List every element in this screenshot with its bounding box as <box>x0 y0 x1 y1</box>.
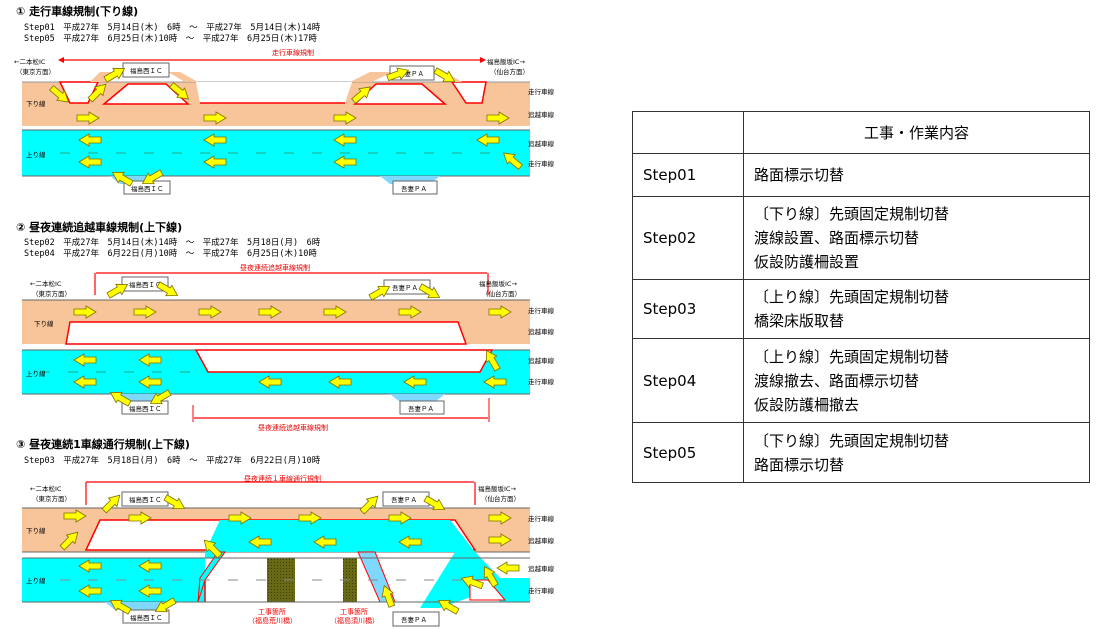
step-cell: Step01 <box>632 153 744 197</box>
step-cell: Step05 <box>632 422 744 483</box>
content-line: 〔下り線〕先頭固定規制切替 <box>754 431 950 450</box>
restriction-label: 昼夜連続１車線通行規制 <box>244 474 321 483</box>
right-ic-label: 福島飯坂IC→ <box>479 279 517 288</box>
step-period: Step02 平成27年 5月14日(木)14時 ～ 平成27年 5月18日(月… <box>24 237 321 248</box>
right-ic-label: 福島飯坂IC→ <box>487 57 525 66</box>
right-direction-label: （仙台方面） <box>481 494 520 503</box>
table-row: Step01 路面標示切替 <box>632 153 1090 197</box>
step-period: Step01 平成27年 5月14日(木) 6時 ～ 平成27年 5月14日(木… <box>24 22 321 33</box>
section-title: ② 昼夜連続追越車線規制(上下線) <box>16 220 182 234</box>
content-line: 仮設防護柵設置 <box>754 253 860 271</box>
lane-label: 追越車線 <box>528 564 555 573</box>
table-header-row: 工事・作業内容 <box>632 111 1090 154</box>
content-line: 〔上り線〕先頭固定規制切替 <box>754 347 950 366</box>
down-line-label: 下り線 <box>26 526 46 535</box>
up-line-label: 上り線 <box>26 369 46 378</box>
lane-label: 追越車線 <box>528 110 555 119</box>
lane-label: 走行車線 <box>528 514 555 523</box>
restriction-label: 昼夜連続追越車線規制 <box>258 423 328 432</box>
table-row: Step02〔下り線〕先頭固定規制切替渡線設置、路面標示切替仮設防護柵設置 <box>632 196 1090 280</box>
left-ic-label: ←二本松IC <box>30 279 62 288</box>
ic-label: 福島西ＩＣ <box>129 280 162 289</box>
up-line-label: 上り線 <box>26 150 46 159</box>
content-line: 路面標示切替 <box>754 166 845 184</box>
work-site-label: 工事箇所 <box>258 607 286 616</box>
lane-label: 走行車線 <box>528 377 555 386</box>
pa-label: 吾妻ＰＡ <box>401 615 427 624</box>
step-period: Step03 平成27年 5月18日(月) 6時 ～ 平成27年 6月22日(月… <box>24 455 321 466</box>
work-site-label: 工事箇所 <box>340 607 368 616</box>
table-row: Step05〔下り線〕先頭固定規制切替路面標示切替 <box>632 422 1090 483</box>
pa-label: 吾妻ＰＡ <box>401 184 427 193</box>
left-direction-label: （東京方面） <box>16 67 55 76</box>
work-site-label: （福島須川橋） <box>330 616 379 625</box>
content-cell: 〔下り線〕先頭固定規制切替路面標示切替 <box>743 422 1090 483</box>
section-title: ③ 昼夜連続1車線通行規制(上下線) <box>16 437 190 451</box>
content-cell: 〔上り線〕先頭固定規制切替橋梁床版取替 <box>743 279 1090 339</box>
lane-label: 追越車線 <box>528 536 555 545</box>
restriction-label: 昼夜連続追越車線規制 <box>240 263 310 272</box>
section-title: ① 走行車線規制(下り線) <box>16 4 138 18</box>
content-line: 仮設防護柵撤去 <box>754 395 860 414</box>
up-line-road <box>22 130 530 176</box>
pa-label: 吾妻ＰＡ <box>392 283 418 292</box>
step-cell: Step04 <box>632 338 744 423</box>
table-row: Step04〔上り線〕先頭固定規制切替渡線撤去、路面標示切替仮設防護柵撤去 <box>632 338 1090 423</box>
down-line-label: 下り線 <box>26 99 46 108</box>
lane-label: 走行車線 <box>528 306 555 315</box>
pa-box <box>392 180 438 195</box>
restriction-label: 走行車線規制 <box>272 48 314 57</box>
table-header-cell: 工事・作業内容 <box>743 111 1090 154</box>
content-line: 渡線撤去、路面標示切替 <box>754 371 920 390</box>
content-cell: 〔上り線〕先頭固定規制切替渡線撤去、路面標示切替仮設防護柵撤去 <box>743 338 1090 423</box>
left-ic-label: ←二本松IC <box>14 57 46 66</box>
pa-label: 吾妻ＰＡ <box>408 404 434 413</box>
section-2: ② 昼夜連続追越車線規制(上下線) Step02 平成27年 5月14日(木)1… <box>16 220 555 432</box>
step-cell: Step03 <box>632 279 744 339</box>
left-ic-label: ←二本松IC <box>30 484 62 493</box>
pa-label: 吾妻ＰＡ <box>398 69 424 78</box>
lane-label: 走行車線 <box>528 87 555 96</box>
ic-label: 福島西ＩＣ <box>131 184 164 193</box>
down-line-label: 下り線 <box>34 319 54 328</box>
right-ic-label: 福島飯坂IC→ <box>478 484 516 493</box>
right-direction-label: （仙台方面） <box>482 289 521 298</box>
traffic-restriction-diagrams: ① 走行車線規制(下り線) Step01 平成27年 5月14日(木) 6時 ～… <box>14 4 555 627</box>
content-cell: 〔下り線〕先頭固定規制切替渡線設置、路面標示切替仮設防護柵設置 <box>743 196 1090 280</box>
right-direction-label: （仙台方面） <box>490 67 529 76</box>
lane-label: 走行車線 <box>528 586 555 595</box>
ic-label: 福島西ＩＣ <box>129 404 162 413</box>
lane-label: 走行車線 <box>528 159 555 168</box>
table-header-cell <box>632 111 744 154</box>
content-line: 〔下り線〕先頭固定規制切替 <box>754 205 950 223</box>
ic-label: 福島西ＩＣ <box>130 66 163 75</box>
content-line: 路面標示切替 <box>754 455 845 474</box>
lane-label: 追越車線 <box>528 356 555 365</box>
left-direction-label: （東京方面） <box>32 289 71 298</box>
work-site-label: （福島荒川橋） <box>248 616 297 625</box>
table-row: Step03〔上り線〕先頭固定規制切替橋梁床版取替 <box>632 279 1090 339</box>
up-line-label: 上り線 <box>26 576 46 585</box>
content-line: 〔上り線〕先頭固定規制切替 <box>754 288 950 306</box>
pa-label: 吾妻ＰＡ <box>391 495 417 504</box>
ic-label: 福島西ＩＣ <box>129 495 162 504</box>
step-period: Step04 平成27年 6月22日(月)10時 ～ 平成27年 6月25日(木… <box>24 248 317 259</box>
left-direction-label: （東京方面） <box>32 494 71 503</box>
section-3: ③ 昼夜連続1車線通行規制(上下線) Step03 平成27年 5月18日(月)… <box>16 437 555 627</box>
step-cell: Step02 <box>632 196 744 280</box>
content-line: 橋梁床版取替 <box>754 312 845 330</box>
lane-label: 追越車線 <box>528 327 555 336</box>
content-cell: 路面標示切替 <box>743 153 1090 197</box>
lane-label: 追越車線 <box>528 139 555 148</box>
ic-label: 福島西ＩＣ <box>130 613 163 622</box>
content-line: 渡線設置、路面標示切替 <box>754 229 920 247</box>
step-period: Step05 平成27年 6月25日(木)10時 ～ 平成27年 6月25日(木… <box>24 33 317 44</box>
